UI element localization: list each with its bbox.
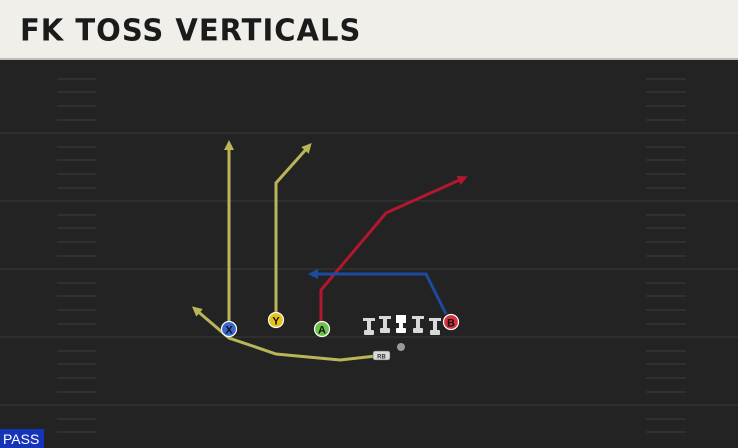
player-a-label: A [318, 325, 326, 337]
hash-marks-right [646, 78, 686, 433]
right-guard [412, 316, 424, 333]
running-back-marker: RB [372, 350, 391, 361]
play-title: FK TOSS VERTICALS [20, 12, 362, 48]
player-b: B [442, 313, 460, 331]
route-a-post [319, 175, 468, 322]
left-tackle [363, 318, 375, 335]
yard-lines [0, 132, 738, 406]
running-back-label: RB [377, 355, 386, 361]
hash-marks-left [57, 78, 96, 433]
player-a: A [313, 320, 331, 338]
quarterback-marker [397, 343, 405, 351]
center [396, 315, 406, 333]
right-tackle [429, 318, 441, 335]
play-type-tag: PASS [0, 429, 45, 448]
player-x: X [220, 320, 238, 338]
title-bar: FK TOSS VERTICALS [0, 0, 738, 60]
route-y-seam [274, 143, 312, 314]
left-guard [379, 316, 391, 333]
player-y-label: Y [272, 316, 280, 328]
player-b-label: B [447, 318, 455, 330]
route-b-drag [308, 269, 448, 315]
offensive-line [363, 315, 441, 335]
player-x-label: X [225, 325, 233, 337]
route-rb-swing [191, 306, 377, 362]
player-y: Y [267, 311, 285, 329]
